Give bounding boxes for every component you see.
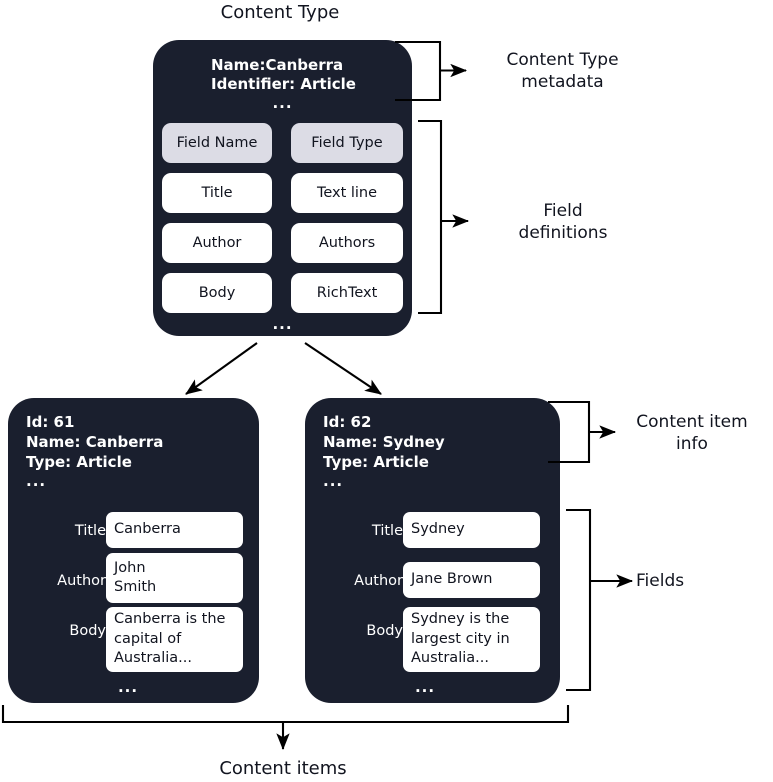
annotation-content-item-info: Content item info [636, 412, 748, 454]
content-type-metadata-ellipsis: ... [272, 94, 293, 112]
content-item-61-ellipsis: ... [117, 678, 139, 696]
content-item-61-name: Name: Canberra [26, 433, 164, 451]
content-item-62-field-label-body: Body [366, 623, 403, 639]
content-item-61-field-value-title: Canberra [106, 512, 243, 548]
content-item-61-info-ellipsis: ... [26, 472, 47, 490]
field-row-name-body: Body [162, 273, 272, 313]
content-item-card-62: Id: 62 Name: Sydney Type: Article ... Ti… [305, 398, 560, 703]
field-table-ellipsis: ... [272, 315, 293, 333]
content-items-label: Content items [219, 758, 347, 779]
content-item-62-field-label-author: Author [354, 573, 403, 589]
field-row-type-body: RichText [291, 273, 403, 313]
content-item-61-field-label-body: Body [69, 623, 106, 639]
field-row-name-title: Title [162, 173, 272, 213]
field-row-type-author: Authors [291, 223, 403, 263]
content-item-61-type: Type: Article [26, 453, 132, 471]
content-type-identifier: Identifier: Article [211, 75, 356, 93]
content-item-61-id: Id: 61 [26, 413, 75, 431]
content-item-61-field-label-author: Author [57, 573, 106, 589]
field-row-type-title: Text line [291, 173, 403, 213]
content-item-62-field-value-author: Jane Brown [403, 562, 540, 598]
content-item-62-field-value-body: Sydney is the largest city in Australia.… [403, 607, 540, 672]
field-row-name-author: Author [162, 223, 272, 263]
content-item-62-field-value-title: Sydney [403, 512, 540, 548]
content-type-card: Name:Canberra Identifier: Article ... Fi… [153, 40, 412, 336]
bracket-content-items [1, 705, 570, 724]
content-item-card-61: Id: 61 Name: Canberra Type: Article ... … [8, 398, 259, 703]
content-item-61-field-label-title: Title [74, 523, 106, 539]
arrow-to-content-item-61 [185, 342, 258, 395]
annotation-field-definitions: Field definitions [518, 201, 608, 243]
annotation-fields: Fields [636, 571, 685, 591]
bracket-fields [566, 508, 592, 692]
content-item-61-field-value-body: Canberra is the capital of Australia... [106, 607, 243, 672]
content-type-name: Name:Canberra [211, 56, 344, 74]
content-item-62-type: Type: Article [323, 453, 429, 471]
arrow-to-content-item-62 [304, 342, 382, 395]
content-item-62-field-label-title: Title [371, 523, 403, 539]
annotation-content-type-metadata: Content Type metadata [506, 50, 619, 92]
content-item-62-info-ellipsis: ... [323, 472, 344, 490]
content-item-62-name: Name: Sydney [323, 433, 445, 451]
field-table-header-field-type: Field Type [291, 123, 403, 163]
content-item-61-field-value-author: John Smith [106, 553, 243, 603]
diagram-title: Content Type [220, 2, 340, 23]
field-table-header-field-name: Field Name [162, 123, 272, 163]
bracket-field-definitions [418, 119, 443, 315]
content-item-62-id: Id: 62 [323, 413, 372, 431]
content-item-62-ellipsis: ... [414, 678, 436, 696]
